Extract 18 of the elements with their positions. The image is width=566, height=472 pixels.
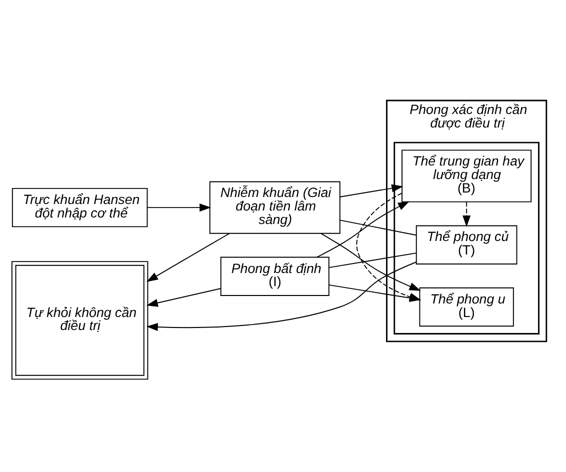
node-box: Phong bất định (I)	[220, 256, 330, 296]
cluster	[394, 142, 540, 334]
arrow	[146, 288, 222, 307]
arrow	[340, 184, 404, 198]
node-box: Thể phong u (L)	[419, 287, 514, 327]
node-box: Trực khuẩn Hansen đột nhập cơ thể	[12, 188, 148, 228]
arrow	[316, 201, 410, 258]
arrow	[146, 204, 212, 212]
connector	[340, 220, 417, 236]
node-box: Thể trung gian hay lưỡng dạng (B)	[402, 150, 532, 202]
node-box: Tự khỏi không cần điều trị	[11, 261, 148, 380]
arrow	[146, 232, 230, 282]
arrow	[320, 233, 421, 291]
arrow	[146, 262, 417, 332]
connector	[328, 252, 417, 268]
node-box: Nhiễm khuẩn (Giai đoạn tiền lâm sàng)	[209, 181, 340, 234]
node-box: Thể phong củ (T)	[416, 225, 518, 264]
arrow	[462, 201, 471, 227]
